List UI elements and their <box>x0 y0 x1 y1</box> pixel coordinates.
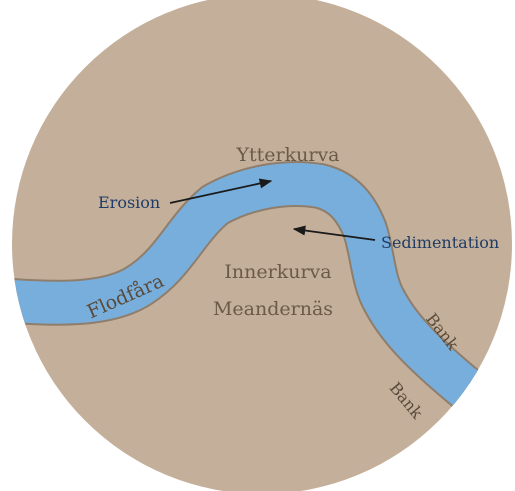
sedimentation-label: Sedimentation <box>381 233 499 252</box>
erosion-label: Erosion <box>98 193 160 212</box>
land-disc <box>12 0 512 491</box>
sedimentation-arrow <box>292 225 376 241</box>
inner-bend-label: Innerkurva <box>224 261 331 283</box>
outer-bend-label: Ytterkurva <box>235 144 339 166</box>
river-water-end <box>448 369 512 434</box>
meander-neck-label: Meandernäs <box>213 298 333 320</box>
erosion-arrow <box>169 178 273 204</box>
river-water <box>12 163 484 409</box>
